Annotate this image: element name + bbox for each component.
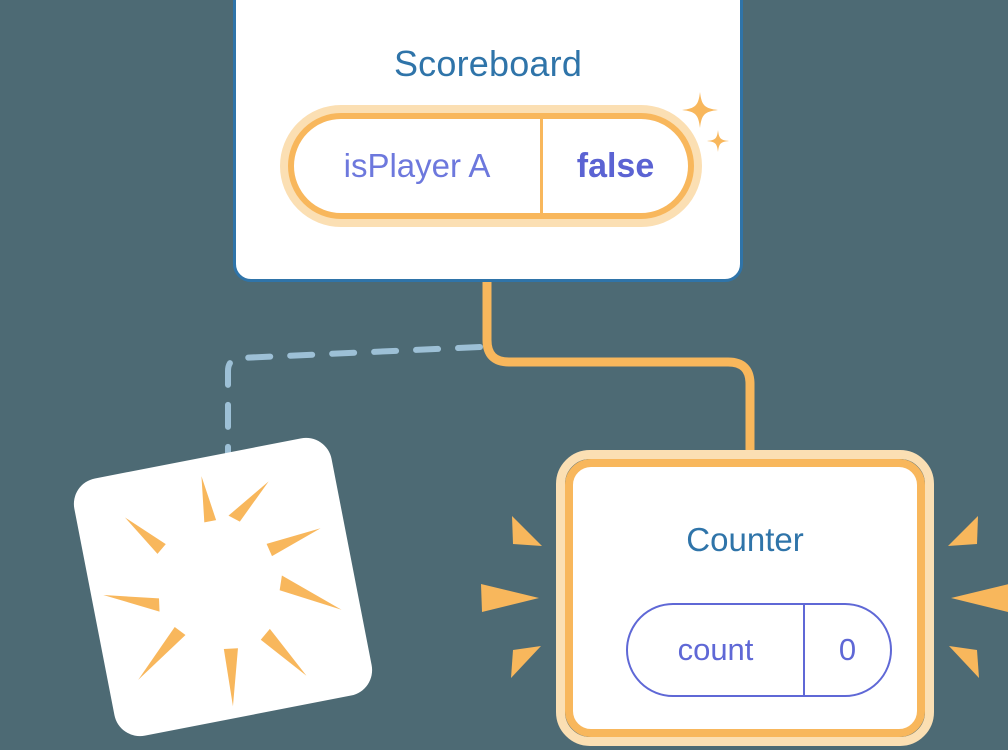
sparkle-small-icon xyxy=(707,130,729,152)
burst-ray xyxy=(951,584,1008,612)
burst-ray xyxy=(949,646,979,678)
scoreboard-title: Scoreboard xyxy=(393,43,583,84)
scoreboard-pill[interactable]: isPlayer A false xyxy=(288,113,694,219)
sparkle-group xyxy=(682,92,729,152)
sparkle-large-icon xyxy=(682,92,718,128)
scoreboard-pill-highlight: isPlayer A false xyxy=(280,105,702,227)
burst-ray xyxy=(511,646,541,678)
burst-ray xyxy=(512,516,542,546)
scoreboard-pill-value: false xyxy=(576,146,655,185)
scoreboard-pill-key: isPlayer A xyxy=(343,147,491,184)
counter-card[interactable]: Counter count 0 xyxy=(556,450,934,746)
burst-ray xyxy=(481,584,539,612)
blank-card[interactable] xyxy=(69,433,377,741)
connector-scoreboard-to-counter xyxy=(482,280,755,462)
counter-pill-value: 0 xyxy=(838,632,857,667)
counter-title: Counter xyxy=(686,521,804,558)
counter-card-surface: Counter count 0 xyxy=(565,459,925,737)
counter-pill[interactable]: count 0 xyxy=(626,603,892,697)
counter-pill-key: count xyxy=(677,632,754,667)
pill-divider xyxy=(540,119,543,213)
pill-halo xyxy=(280,105,702,227)
pill-divider xyxy=(803,605,805,695)
burst-ray xyxy=(948,516,978,546)
